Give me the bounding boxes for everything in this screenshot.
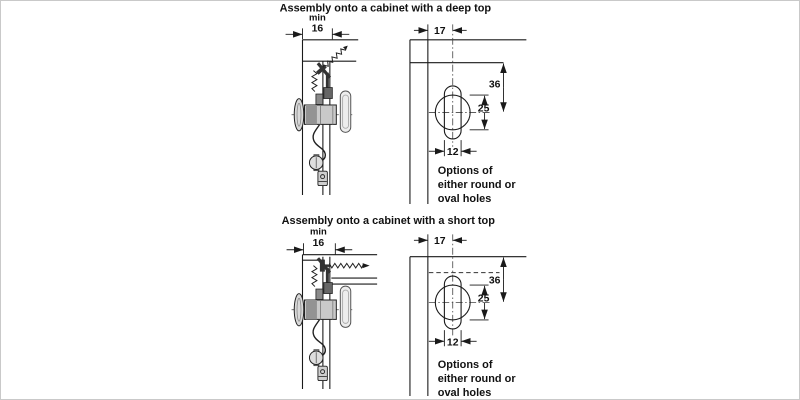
- dimension-12: 12: [428, 330, 477, 348]
- dimension-17: 17: [413, 24, 467, 40]
- suspension-fitting: [293, 62, 337, 187]
- cabinet-front-panels: [409, 39, 527, 204]
- dimension-min-16: min 16: [285, 12, 350, 40]
- edge-distance-value: 17: [434, 26, 446, 37]
- cover-cap: [339, 90, 352, 133]
- min-label: min: [310, 226, 327, 237]
- cross-section-view-short: min 16: [286, 226, 378, 390]
- round-hole: [434, 94, 471, 131]
- note-line-1: Options of: [438, 359, 493, 371]
- oval-hole: [443, 275, 462, 330]
- note-line-2: either round or: [438, 373, 517, 385]
- suspension-fitting: [293, 257, 337, 382]
- round-hole-diameter-value: 25: [478, 293, 490, 304]
- options-note: Options of either round or oval holes: [438, 165, 517, 205]
- dimension-25: 25: [469, 284, 490, 321]
- min-label: min: [309, 12, 326, 23]
- oval-width-value: 12: [447, 147, 459, 158]
- dimension-min-16: min 16: [286, 226, 353, 255]
- hole-options: [434, 275, 471, 330]
- clearance-value: 16: [313, 238, 325, 249]
- screw: [315, 45, 348, 75]
- section-title: Assembly onto a cabinet with a deep top: [280, 2, 492, 14]
- note-line-1: Options of: [438, 165, 493, 177]
- dimension-36: 36: [489, 63, 507, 112]
- hole-options: [434, 85, 471, 140]
- center-from-top-value: 36: [489, 276, 501, 287]
- mounting-disc: [293, 293, 305, 327]
- cover-cap: [339, 285, 352, 328]
- dimension-36: 36: [489, 257, 507, 302]
- hole-pattern-view-short: 17 36: [409, 234, 527, 399]
- round-hole: [434, 284, 471, 321]
- center-lines: [428, 24, 490, 147]
- cabinet-panels: [291, 254, 378, 390]
- dimension-12: 12: [428, 140, 477, 158]
- section-short-top: Assembly onto a cabinet with a short top…: [282, 215, 527, 399]
- note-line-3: oval holes: [438, 193, 492, 205]
- clearance-value: 16: [312, 23, 324, 34]
- note-line-2: either round or: [438, 179, 517, 191]
- section-deep-top: Assembly onto a cabinet with a deep top …: [280, 2, 527, 205]
- oval-width-value: 12: [447, 337, 459, 348]
- edge-distance-value: 17: [434, 236, 446, 247]
- dimension-25: 25: [469, 94, 490, 131]
- section-title: Assembly onto a cabinet with a short top: [282, 215, 496, 227]
- center-from-top-value: 36: [489, 80, 501, 91]
- note-line-3: oval holes: [438, 387, 492, 399]
- dimension-17: 17: [413, 234, 467, 257]
- hole-pattern-view-deep: 17 36: [409, 24, 527, 205]
- center-lines: [428, 234, 490, 337]
- oval-hole: [443, 85, 462, 140]
- cabinet-front-panels: [409, 256, 527, 397]
- round-hole-diameter-value: 25: [478, 103, 490, 114]
- options-note: Options of either round or oval holes: [438, 359, 517, 399]
- mounting-disc: [293, 98, 305, 132]
- cross-section-view-deep: min 16: [285, 12, 359, 196]
